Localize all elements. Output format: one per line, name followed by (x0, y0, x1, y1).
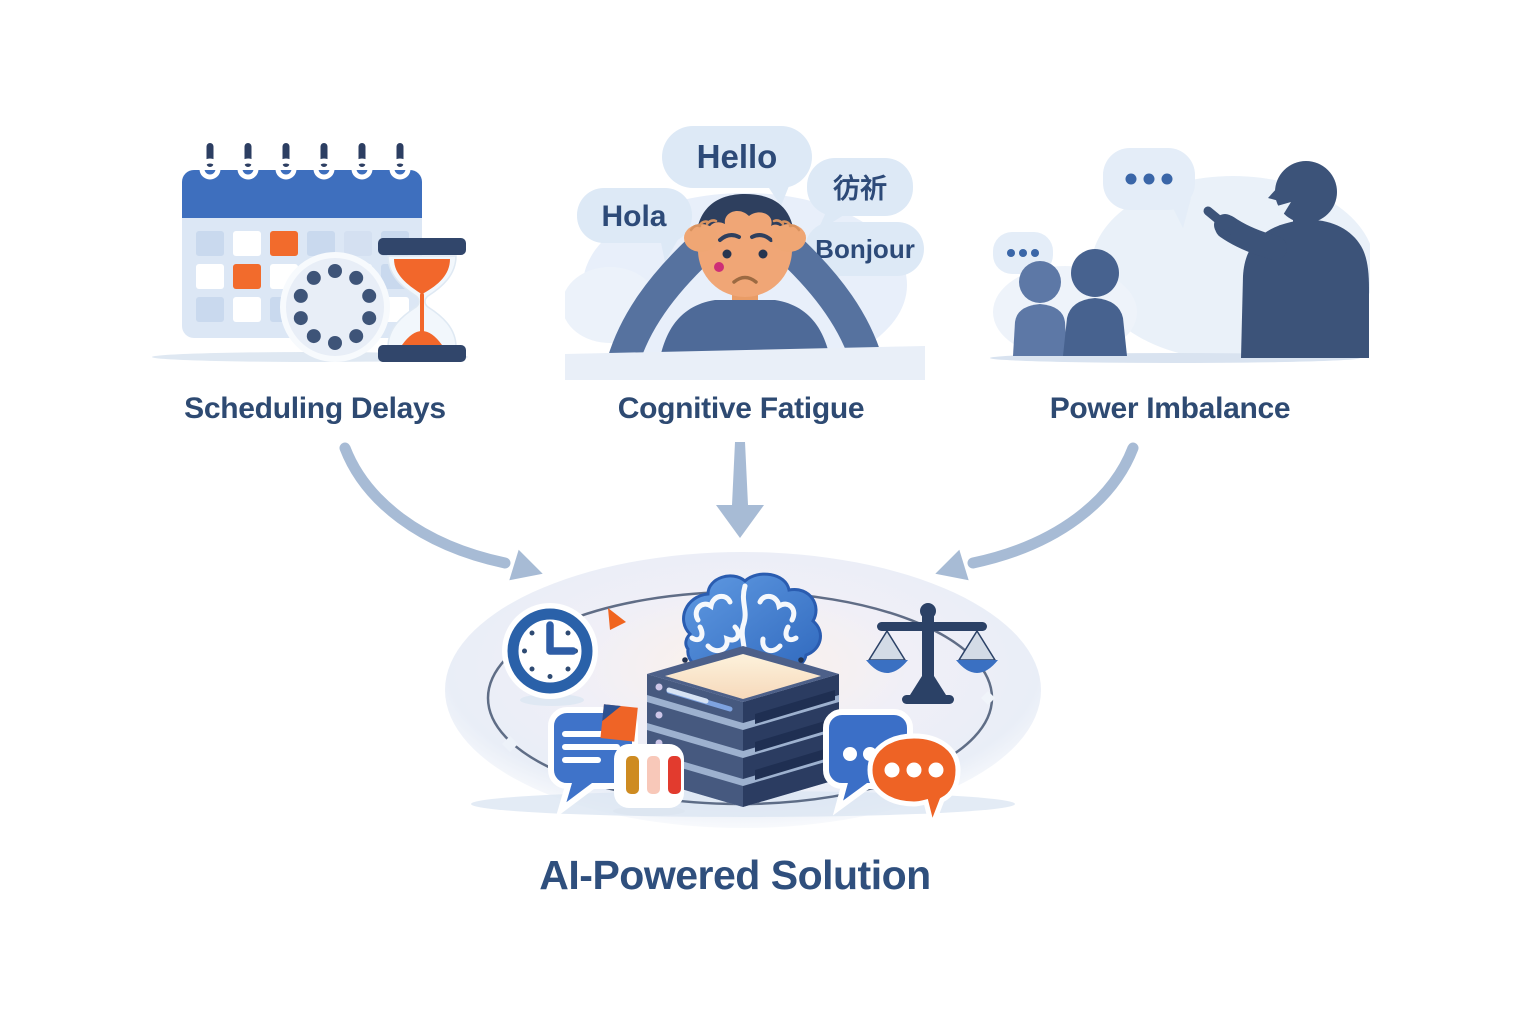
orbit-arrow-marker (608, 608, 626, 630)
nose (1268, 187, 1279, 201)
svg-text:Hola: Hola (601, 200, 666, 233)
table-surface (565, 346, 925, 380)
left-hand (684, 224, 718, 252)
server-top-glow (665, 654, 821, 699)
problem-label-power-imbalance: Power Imbalance (1049, 392, 1291, 425)
pointing-finger (1203, 206, 1230, 230)
folded-corner (600, 704, 638, 742)
clock-hands (546, 621, 577, 655)
chat-bubble-orange-dots-icon (867, 733, 961, 835)
flow-arrows (339, 442, 1139, 581)
sparkle-diamond (502, 736, 518, 752)
large-person-silhouette (1203, 161, 1369, 358)
sparkle-diamond (981, 691, 995, 705)
svg-text:Hello: Hello (697, 138, 778, 175)
scales-of-justice-icon (866, 603, 998, 704)
svg-text:彷祈: 彷祈 (833, 173, 887, 204)
ai-solution-illustration (445, 552, 1041, 835)
scheduling-delays-illustration (152, 143, 468, 362)
open-mouth (1277, 202, 1291, 215)
speech-bubble-large-ellipsis (1103, 148, 1195, 228)
svg-text:Bonjour: Bonjour (815, 234, 915, 264)
arrow-middle-to-solution (716, 442, 764, 538)
speech-bubble-hola: Hola (577, 188, 692, 262)
arrow-left-to-solution (339, 442, 543, 581)
small-person-silhouette-left (1013, 261, 1067, 356)
speech-bubble-bonjour: Bonjour (805, 222, 924, 292)
right-hand (772, 224, 806, 252)
scale-pan-right (956, 660, 998, 673)
blush-dot (714, 262, 724, 272)
cognitive-fatigue-illustration: Hola Hello 彷祈 Bonjour (565, 126, 925, 380)
small-person-silhouette-right (1063, 249, 1127, 356)
arrow-right-to-solution (935, 442, 1139, 581)
hair (695, 194, 795, 252)
face (698, 203, 792, 297)
loading-spinner-icon (280, 252, 390, 362)
solution-title: AI-Powered Solution (539, 852, 931, 898)
scale-pan-left (866, 660, 908, 673)
power-imbalance-illustration (990, 148, 1370, 363)
hourglass-icon (378, 238, 466, 362)
highlighted-date (270, 231, 298, 256)
clock-icon (502, 603, 598, 706)
highlighted-date (233, 264, 261, 289)
speech-bubble-hello: Hello (662, 126, 812, 206)
problem-label-cognitive-fatigue: Cognitive Fatigue (617, 392, 865, 425)
calendar-rings (199, 143, 411, 180)
bar-chart-card-icon (613, 744, 685, 816)
problem-label-scheduling-delays: Scheduling Delays (184, 392, 446, 425)
